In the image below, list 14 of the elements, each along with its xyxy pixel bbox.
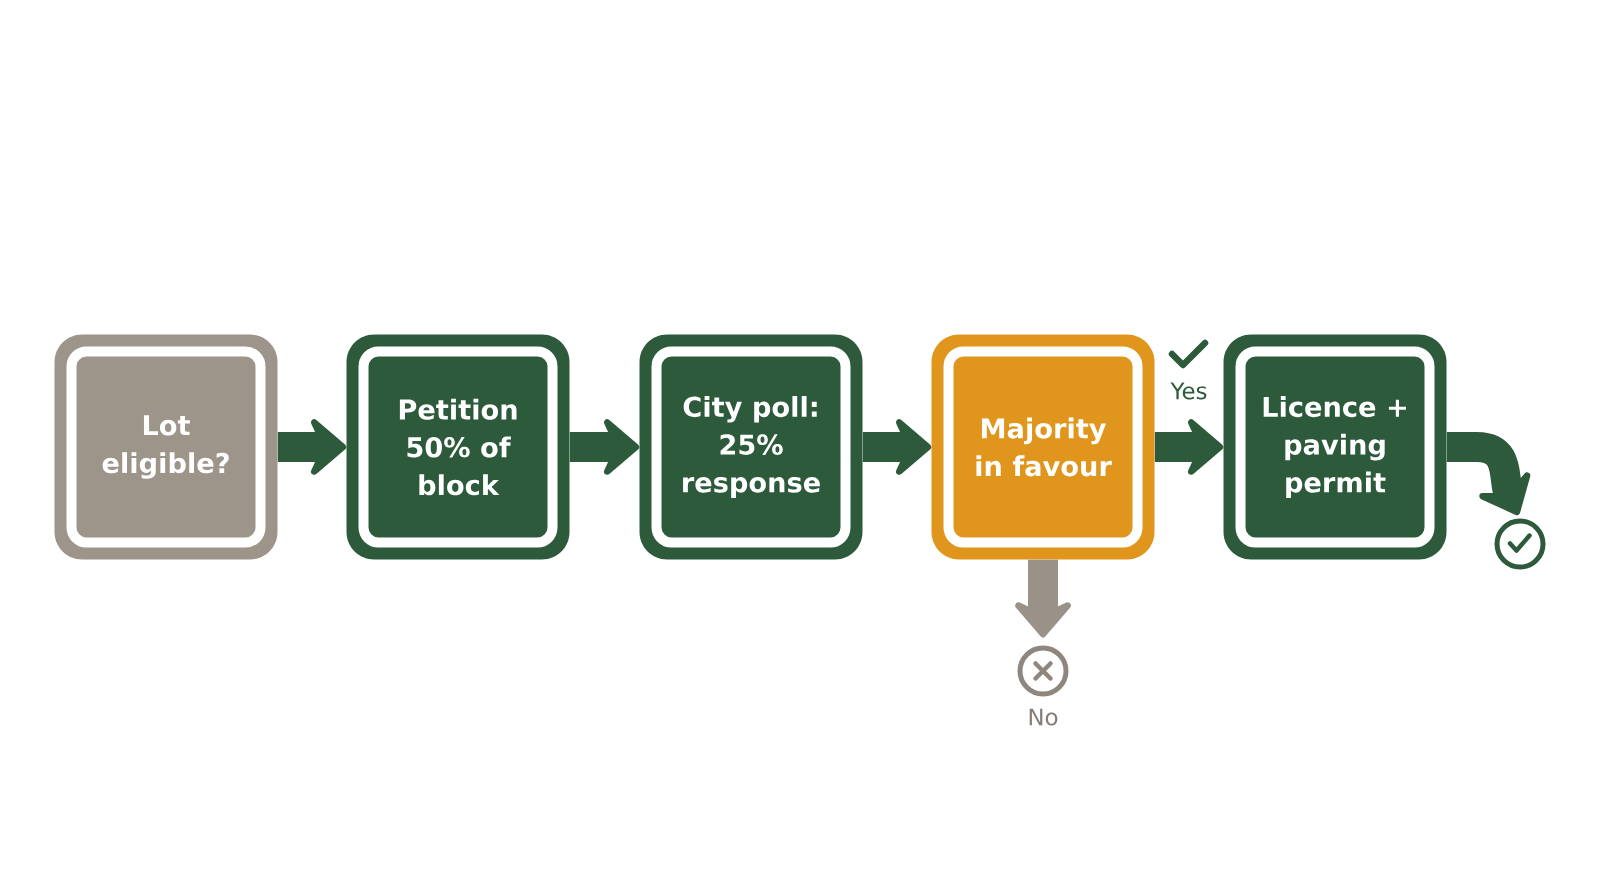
process-box: Majority in favour [931, 334, 1155, 560]
process-box: City poll: 25% response [639, 334, 863, 560]
arrow [277, 419, 347, 475]
arrow [862, 419, 932, 475]
edge-label: Yes [1168, 380, 1210, 402]
process-box: Lot eligible? [54, 334, 278, 560]
process-box: Petition 50% of block [346, 334, 570, 560]
arrow [1015, 559, 1071, 638]
process-box: Licence + paving permit [1223, 334, 1447, 560]
arrow [569, 419, 640, 475]
check-circle [1494, 518, 1546, 570]
arrow [1154, 419, 1224, 475]
node-caption: No [1029, 708, 1058, 726]
cross-circle [1017, 645, 1069, 697]
